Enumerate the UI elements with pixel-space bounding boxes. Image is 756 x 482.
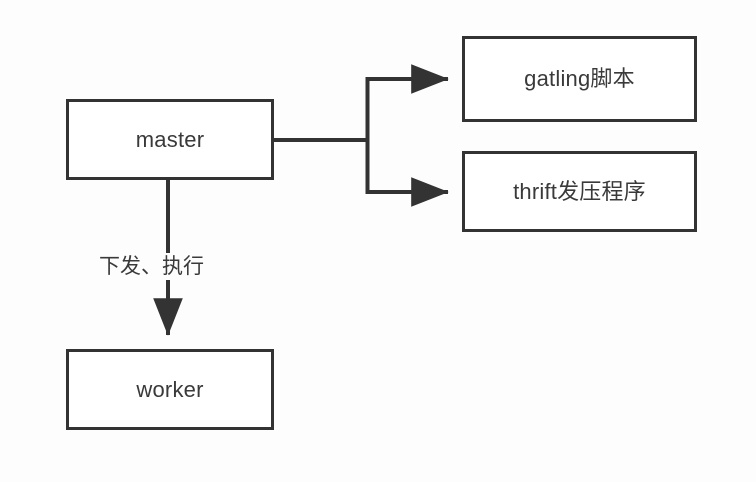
node-master[interactable]: master xyxy=(66,99,274,180)
node-worker-label: worker xyxy=(136,376,204,402)
node-thrift-load-program[interactable]: thrift发压程序 xyxy=(462,151,697,232)
edge-label-master-to-worker: 下发、执行 xyxy=(93,253,210,280)
node-master-label: master xyxy=(135,126,205,152)
node-gatling-script-label: gatling脚本 xyxy=(524,66,635,91)
node-worker[interactable]: worker xyxy=(66,349,274,430)
node-gatling-script[interactable]: gatling脚本 xyxy=(462,36,697,122)
node-thrift-load-program-label: thrift发压程序 xyxy=(513,178,646,204)
